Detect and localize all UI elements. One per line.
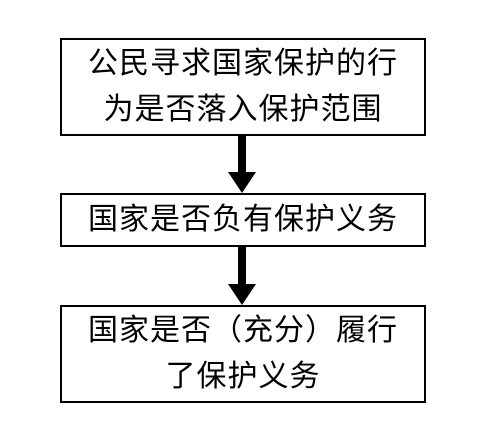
- flowchart-step-2-line-1: 国家是否负有保护义务: [88, 202, 398, 237]
- flowchart-step-2: 国家是否负有保护义务: [60, 193, 426, 247]
- arrow-down-icon: [228, 247, 256, 305]
- arrow-shaft: [238, 247, 246, 287]
- flowchart-step-3-text: 国家是否（充分）履行 了保护义务: [88, 308, 398, 400]
- flowchart-step-3-line-2: 了保护义务: [165, 359, 321, 394]
- arrow-head: [228, 284, 256, 305]
- flowchart-step-1-line-2: 为是否落入保护范围: [103, 92, 383, 127]
- flowchart-step-3-line-1: 国家是否（充分）履行: [88, 313, 398, 348]
- down-arrow-2: [227, 247, 257, 305]
- flowchart-step-1-line-1: 公民寻求国家保护的行: [88, 46, 398, 81]
- arrow-shaft: [238, 136, 246, 175]
- flowchart-step-1: 公民寻求国家保护的行 为是否落入保护范围: [60, 38, 426, 136]
- down-arrow-1: [227, 136, 257, 193]
- arrow-down-icon: [228, 136, 256, 193]
- flowchart-step-2-text: 国家是否负有保护义务: [88, 197, 398, 243]
- flowchart-step-1-text: 公民寻求国家保护的行 为是否落入保护范围: [88, 41, 398, 133]
- flowchart-step-3: 国家是否（充分）履行 了保护义务: [60, 305, 426, 403]
- arrow-head: [228, 172, 256, 193]
